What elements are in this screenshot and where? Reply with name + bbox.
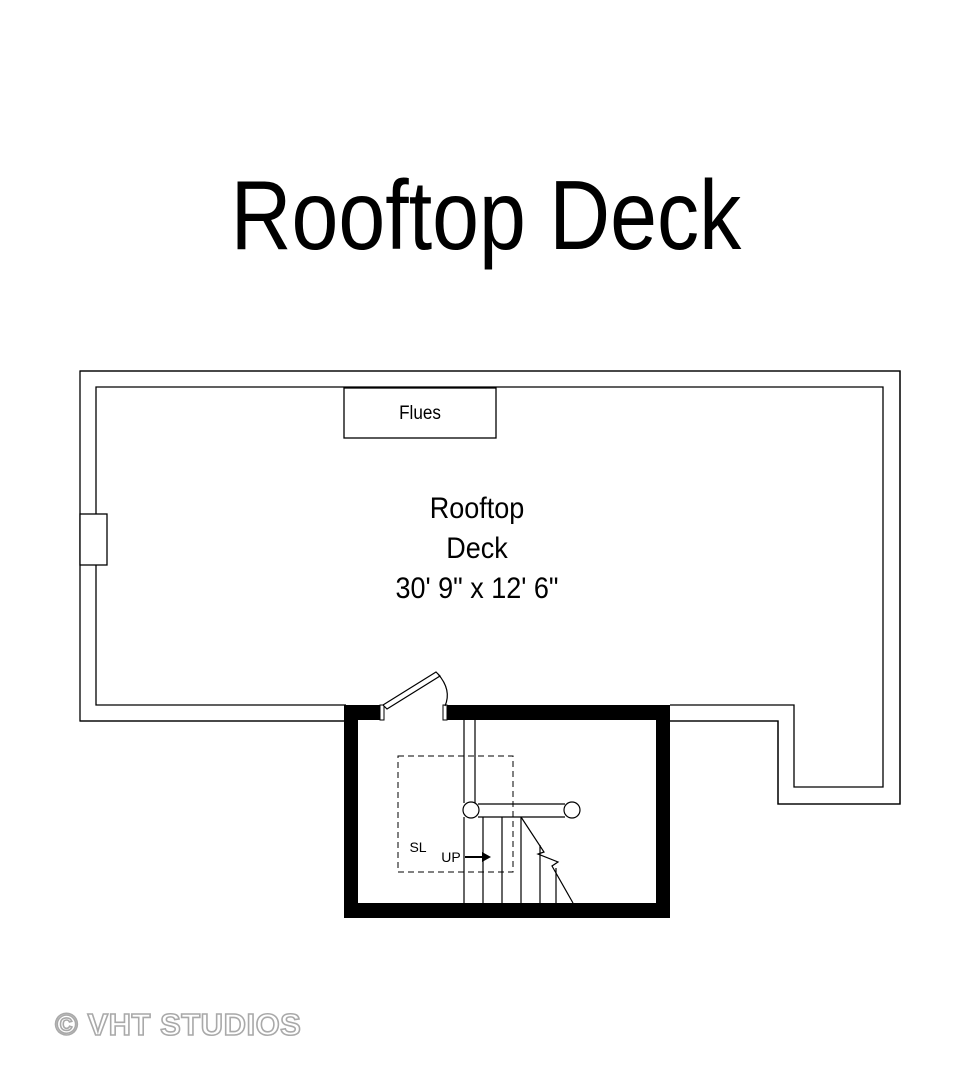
up-label: UP [441, 849, 460, 865]
door-jamb-right [442, 704, 448, 721]
stair-enclosure-walls [344, 705, 670, 918]
wall-notch [79, 513, 108, 566]
deck-inner-wall [95, 386, 884, 788]
skylight-outline [397, 755, 514, 873]
room-name-line2: Deck [446, 532, 508, 566]
door-swing [382, 671, 448, 710]
door-jamb-left [379, 704, 385, 721]
stair-well [462, 720, 581, 904]
room-dimensions: 30' 9" x 12' 6" [396, 572, 559, 606]
deck-outer-edge [79, 370, 901, 805]
watermark: © VHT STUDIOS [54, 1006, 302, 1043]
skylight-label: SL [409, 839, 426, 855]
page-title: Rooftop Deck [230, 160, 742, 270]
flues-box [343, 387, 497, 439]
room-name-line1: Rooftop [430, 492, 524, 526]
up-arrow-icon [465, 852, 491, 862]
flues-label: Flues [399, 402, 441, 423]
